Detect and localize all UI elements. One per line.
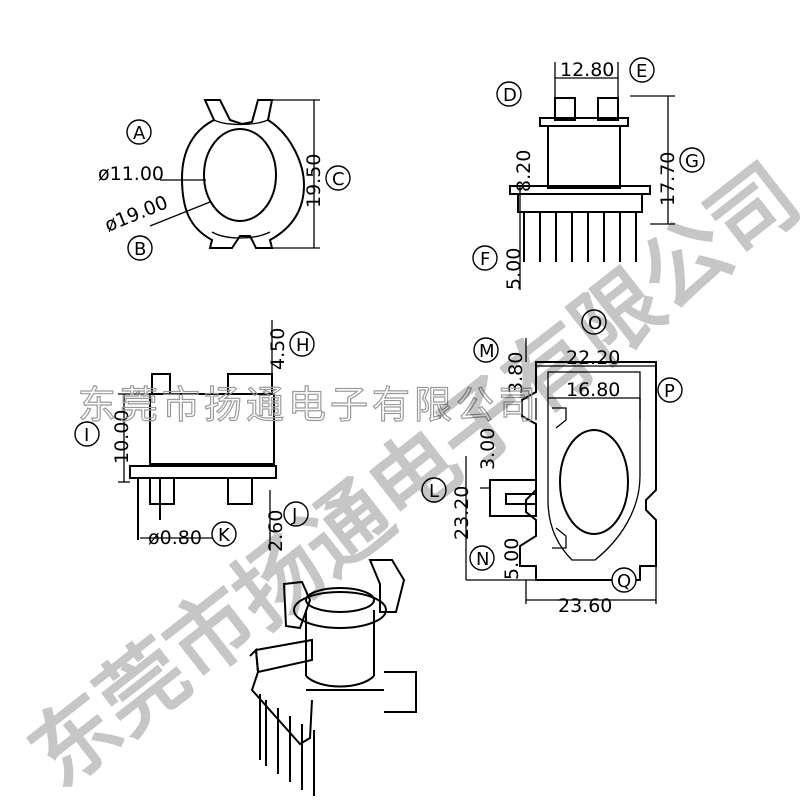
isometric-view (249, 559, 417, 796)
dim-w1280: 12.80 (560, 59, 614, 81)
bottom-view-outline (519, 361, 657, 581)
bottom-view: 3.80 22.20 16.80 3.00 23.20 5.00 23.60 O… (421, 309, 683, 617)
dim-h1950: 19.50 (303, 154, 325, 208)
label-J: J (291, 505, 297, 526)
label-N: N (476, 549, 489, 570)
label-M: M (479, 341, 495, 362)
dim-d11: ø11.00 (98, 163, 164, 185)
dim-h300: 3.00 (477, 428, 499, 470)
dim-d19: ø19.00 (102, 192, 171, 237)
top-view: ø11.00 ø19.00 19.50 A B C (98, 99, 351, 261)
label-H: H (296, 335, 310, 356)
label-D: D (503, 85, 517, 106)
dim-h380: 3.80 (505, 352, 527, 394)
dim-w2360: 23.60 (558, 595, 612, 617)
dim-h260: 2.60 (265, 510, 287, 552)
side-view: 4.50 10.00 ø0.80 2.60 H I J K (74, 320, 315, 552)
dim-h500a: 5.00 (503, 248, 525, 290)
watermark-horizontal: 东莞市扬通电子有限公司 (78, 383, 540, 427)
label-K: K (218, 525, 231, 546)
label-E: E (636, 61, 647, 82)
dim-h2320: 23.20 (451, 486, 473, 540)
label-C: C (332, 169, 345, 190)
dim-h1770: 17.70 (657, 152, 679, 206)
label-I: I (84, 425, 89, 446)
dim-h1000: 10.00 (111, 410, 133, 464)
label-O: O (588, 313, 602, 334)
label-A: A (133, 123, 146, 144)
dim-h450: 4.50 (267, 328, 289, 370)
label-L: L (429, 481, 439, 502)
label-P: P (664, 381, 675, 402)
label-Q: Q (617, 571, 631, 592)
label-F: F (480, 249, 490, 270)
top-view-hole (203, 128, 277, 222)
dim-h500b: 5.00 (501, 538, 523, 580)
dim-d080: ø0.80 (148, 527, 202, 549)
dim-h820: 8.20 (513, 150, 535, 192)
bottom-view-hole (559, 429, 629, 535)
dim-w2220: 22.20 (566, 347, 620, 369)
label-B: B (134, 239, 146, 260)
front-view: 12.80 8.20 17.70 5.00 D E F G (472, 57, 705, 290)
dim-w1680: 16.80 (566, 379, 620, 401)
top-view-outline (180, 99, 306, 249)
label-G: G (685, 151, 699, 172)
